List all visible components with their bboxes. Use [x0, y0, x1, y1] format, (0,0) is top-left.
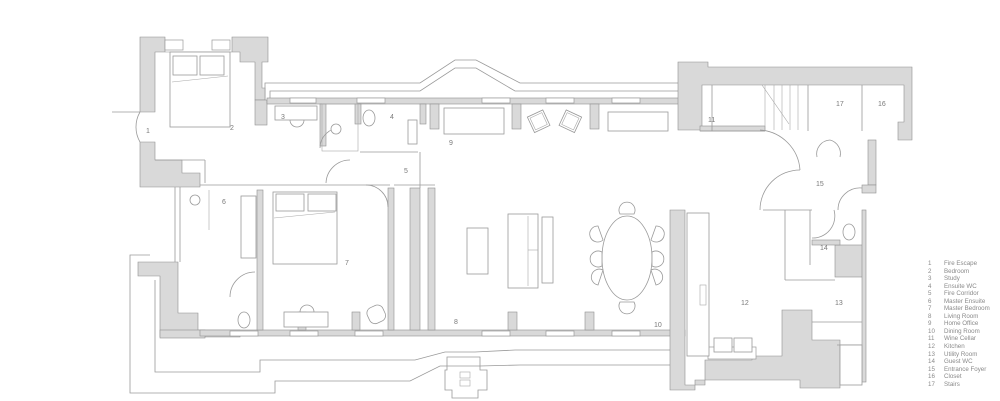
- legend-label: Fire Corridor: [944, 290, 979, 298]
- legend-item: 15 Entrance Foyer: [928, 366, 1000, 374]
- room-label-5: 5: [404, 168, 408, 175]
- room-label-3: 3: [281, 114, 285, 121]
- terrace-outline: [129, 59, 690, 399]
- legend-item: 1 Fire Escape: [928, 260, 1000, 268]
- legend-item: 2 Bedroom: [928, 268, 1000, 276]
- dresser-icon: [283, 311, 329, 328]
- room-label-11: 11: [708, 117, 715, 124]
- toilet-icon: [362, 109, 376, 127]
- legend-item: 16 Closet: [928, 373, 1000, 381]
- legend-number: 13: [928, 350, 935, 358]
- legend-label: Entrance Foyer: [944, 365, 987, 373]
- office-chair-icon: [526, 109, 551, 134]
- legend-item: 12 Kitchen: [928, 343, 1000, 351]
- legend-label: Kitchen: [944, 343, 965, 351]
- shower-icon-2: [189, 194, 201, 206]
- legend-number: 7: [928, 305, 932, 313]
- room-legend: 1 Fire Escape 2 Bedroom 3 Study 4 Ensuite WC…: [928, 260, 1000, 388]
- legend-number: 10: [928, 327, 935, 335]
- legend-item: 8 Living Room: [928, 313, 1000, 321]
- dining-table-icon: [601, 215, 653, 301]
- legend-label: Master Bedroom: [944, 305, 990, 313]
- office-chair-icon-2: [558, 109, 583, 134]
- legend-label: Closet: [944, 373, 962, 381]
- room-label-9: 9: [449, 140, 453, 147]
- legend-item: 13 Utility Room: [928, 351, 1000, 359]
- legend-item: 11 Wine Cellar: [928, 335, 1000, 343]
- room-label-2: 2: [230, 125, 234, 132]
- room-label-17: 17: [836, 101, 844, 108]
- legend-number: 3: [928, 275, 932, 283]
- partitions: [155, 85, 863, 346]
- legend-number: 15: [928, 365, 935, 373]
- legend-item: 9 Home Office: [928, 320, 1000, 328]
- room-label-1: 1: [146, 128, 150, 135]
- room-label-8: 8: [454, 319, 458, 326]
- legend-label: Guest WC: [944, 358, 973, 366]
- legend-number: 12: [928, 343, 935, 351]
- kitchen-counter: [686, 212, 710, 357]
- walls: [137, 36, 913, 391]
- legend-label: Ensuite WC: [944, 282, 977, 290]
- sink-icon: [713, 337, 733, 353]
- shower-icon: [330, 123, 342, 135]
- room-label-12: 12: [741, 300, 749, 307]
- legend-item: 10 Dining Room: [928, 328, 1000, 336]
- room-label-14: 14: [820, 245, 828, 252]
- legend-number: 6: [928, 297, 932, 305]
- legend-label: Study: [944, 275, 960, 283]
- stairs: [761, 84, 799, 130]
- legend-label: Master Ensuite: [944, 297, 986, 305]
- legend-number: 5: [928, 290, 932, 298]
- legend-number: 17: [928, 380, 935, 388]
- legend-item: 7 Master Bedroom: [928, 305, 1000, 313]
- legend-label: Fire Escape: [944, 260, 978, 267]
- legend-number: 11: [928, 335, 935, 343]
- legend-label: Living Room: [944, 312, 979, 320]
- toilet-icon-2: [237, 311, 251, 329]
- toilet-icon-3: [842, 223, 856, 241]
- furniture: [169, 51, 863, 386]
- legend-number: 4: [928, 282, 932, 290]
- armchair-icon: [366, 304, 386, 325]
- legend-number: 16: [928, 373, 935, 381]
- legend-label: Bedroom: [944, 267, 970, 275]
- room-label-4: 4: [390, 114, 394, 121]
- legend-item: 6 Master Ensuite: [928, 298, 1000, 306]
- legend-label: Utility Room: [944, 350, 978, 358]
- legend-number: 9: [928, 320, 932, 328]
- room-label-7: 7: [345, 260, 349, 267]
- desk-icon: [274, 105, 318, 121]
- legend-number: 8: [928, 312, 932, 320]
- room-label-6: 6: [222, 199, 226, 206]
- sofa-icon: [507, 213, 539, 289]
- room-label-13: 13: [835, 300, 843, 307]
- office-desk-icon: [443, 107, 505, 135]
- legend-number: 2: [928, 267, 932, 275]
- legend-label: Stairs: [944, 380, 960, 388]
- room-label-16: 16: [878, 101, 886, 108]
- legend-item: 5 Fire Corridor: [928, 290, 1000, 298]
- room-label-15: 15: [816, 181, 824, 188]
- dining-chairs: [589, 201, 665, 315]
- legend-item: 14 Guest WC: [928, 358, 1000, 366]
- legend-label: Home Office: [944, 320, 979, 328]
- legend-item: 4 Ensuite WC: [928, 283, 1000, 291]
- coffee-table-icon: [466, 227, 489, 275]
- legend-label: Wine Cellar: [944, 335, 976, 343]
- legend-number: 1: [928, 260, 932, 267]
- legend-item: 17 Stairs: [928, 381, 1000, 389]
- legend-label: Dining Room: [944, 327, 980, 335]
- room-labels: 1 2 3 4 5 6 7 8 9 10 11 12 13 14 15 16 1…: [146, 101, 886, 329]
- legend-item: 3 Study: [928, 275, 1000, 283]
- room-label-10: 10: [654, 322, 662, 329]
- legend-number: 14: [928, 358, 935, 366]
